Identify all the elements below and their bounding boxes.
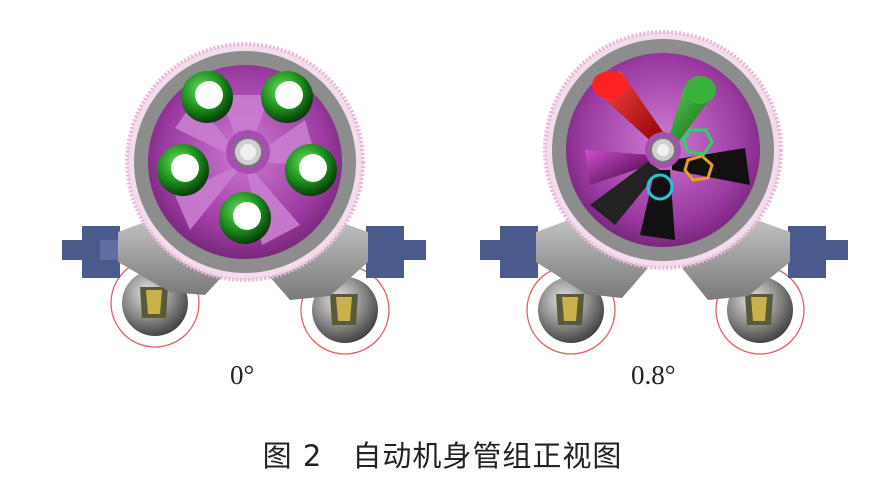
barrel-3 <box>157 144 209 196</box>
view-left-0deg <box>62 42 426 355</box>
barrel-5 <box>219 192 271 244</box>
angle-label-left: 0° <box>230 360 255 390</box>
blue-mount-right <box>366 226 426 278</box>
barrel-magenta <box>585 150 650 185</box>
barrel-4 <box>285 144 337 196</box>
view-right-0-8deg <box>480 30 848 355</box>
central-hub <box>645 132 681 168</box>
bracket-right <box>682 212 790 300</box>
orange-ring <box>683 154 714 182</box>
barrel-muzzles <box>157 71 337 244</box>
barrel-black-lower-left <box>590 162 660 225</box>
cyan-ring <box>646 173 674 201</box>
bracket-left <box>536 212 648 298</box>
barrel-black-bottom <box>640 170 675 240</box>
barrel-2 <box>261 71 313 123</box>
blue-mount-left <box>62 226 120 278</box>
blue-mount-right <box>788 226 848 278</box>
figure-caption: 图 2 自动机身管组正视图 <box>262 439 623 473</box>
blue-mount-left <box>480 226 538 278</box>
barrel-1 <box>181 71 233 123</box>
angle-label-right: 0.8° <box>631 360 676 390</box>
central-hub <box>226 130 270 174</box>
green-ring <box>681 128 714 156</box>
